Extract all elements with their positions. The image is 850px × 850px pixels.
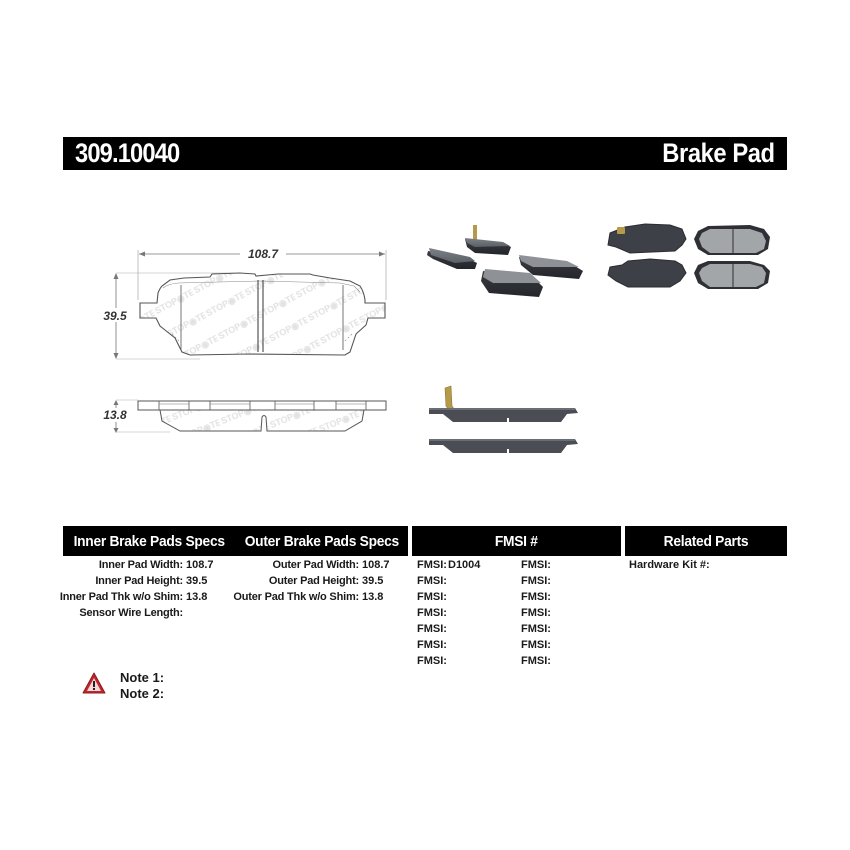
fmsi-label: FMSI: <box>417 639 447 651</box>
fmsi-label: FMSI: <box>417 607 447 619</box>
height-dimension: 39.5 <box>103 309 127 323</box>
outer-spec-thickness-label: Outer Pad Thk w/o Shim: <box>233 591 359 603</box>
warning-icon <box>82 672 106 694</box>
inner-specs-header: Inner Brake Pads Specs <box>63 526 236 556</box>
outer-spec-height-label: Outer Pad Height: <box>268 575 359 587</box>
inner-spec-thickness-value: 13.8 <box>186 591 208 603</box>
note-2-label: Note 2: <box>120 686 165 701</box>
related-parts-header: Related Parts <box>625 526 787 556</box>
inner-spec-width-label: Inner Pad Width: <box>98 559 183 571</box>
outer-specs-header: Outer Brake Pads Specs <box>236 526 408 556</box>
outer-spec-width-label: Outer Pad Width: <box>272 559 359 571</box>
thickness-dimension: 13.8 <box>103 408 127 422</box>
outer-spec-height-value: 39.5 <box>362 575 384 587</box>
inner-spec-height-value: 39.5 <box>186 575 208 587</box>
fmsi-label: FMSI: <box>417 623 447 635</box>
fmsi-label: FMSI: <box>417 591 447 603</box>
fmsi-value: D1004 <box>448 559 481 571</box>
sensor-wire-length-label: Sensor Wire Length: <box>79 607 183 619</box>
fmsi-label: FMSI: <box>521 655 551 667</box>
hardware-kit-label: Hardware Kit #: <box>629 559 710 571</box>
inner-spec-width-value: 108.7 <box>186 559 214 571</box>
outer-spec-thickness-value: 13.8 <box>362 591 384 603</box>
inner-spec-height-label: Inner Pad Height: <box>95 575 183 587</box>
brake-pad-side-profile-photo <box>429 385 578 454</box>
brake-pad-set-flat-photo <box>607 223 770 289</box>
pad-side-drawing: STOP◉TECH 13.8 <box>98 399 387 433</box>
fmsi-header: FMSI # <box>412 526 621 556</box>
note-1-label: Note 1: <box>120 670 165 685</box>
pad-front-drawing: STOP◉TECH 108.7 39.5 <box>98 246 387 360</box>
inner-spec-thickness-label: Inner Pad Thk w/o Shim: <box>59 591 183 603</box>
fmsi-label: FMSI: <box>521 559 551 571</box>
brake-pad-set-angled-photo <box>427 225 583 297</box>
fmsi-label: FMSI: <box>417 575 447 587</box>
fmsi-label: FMSI: <box>417 655 447 667</box>
part-number: 309.10040 <box>75 138 180 168</box>
product-type: Brake Pad <box>662 138 776 168</box>
fmsi-label: FMSI: <box>521 591 551 603</box>
fmsi-label: FMSI: <box>521 575 551 587</box>
width-dimension: 108.7 <box>248 247 279 261</box>
outer-spec-width-value: 108.7 <box>362 559 390 571</box>
fmsi-label: FMSI: <box>521 607 551 619</box>
fmsi-label: FMSI: <box>521 639 551 651</box>
fmsi-label: FMSI: <box>521 623 551 635</box>
title-bar: 309.10040 Brake Pad <box>63 137 787 170</box>
fmsi-label: FMSI: <box>417 559 447 571</box>
